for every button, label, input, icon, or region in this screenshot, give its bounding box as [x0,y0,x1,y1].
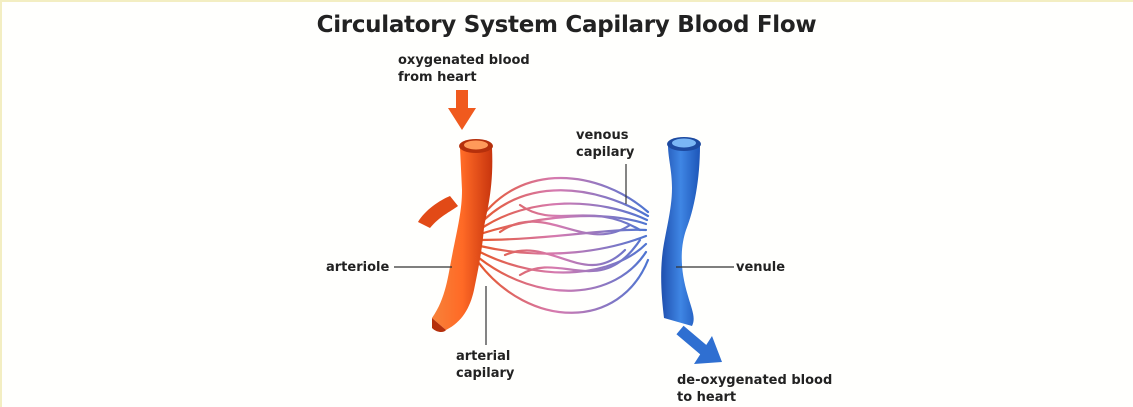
label-arterial-capilary: arterial capilary [456,348,514,382]
venule-vessel [661,137,701,326]
label-venous-line2: capilary [576,144,634,161]
capillary-network [478,178,648,313]
label-deoxygenated-line2: to heart [677,389,832,406]
label-arterial-line2: capilary [456,365,514,382]
label-oxygenated-blood: oxygenated blood from heart [398,52,530,86]
label-venous-line1: venous [576,127,634,144]
label-venous-capilary: venous capilary [576,127,634,161]
arteriole-vessel [418,139,493,332]
deoxygenated-arrow-icon [680,330,722,364]
oxygenated-arrow-icon [448,90,476,130]
label-arteriole: arteriole [326,259,389,276]
label-arterial-line1: arterial [456,348,514,365]
label-deoxygenated-line1: de-oxygenated blood [677,372,832,389]
label-oxygenated-line1: oxygenated blood [398,52,530,69]
label-deoxygenated-blood: de-oxygenated blood to heart [677,372,832,406]
label-venule: venule [736,259,785,276]
label-oxygenated-line2: from heart [398,69,530,86]
